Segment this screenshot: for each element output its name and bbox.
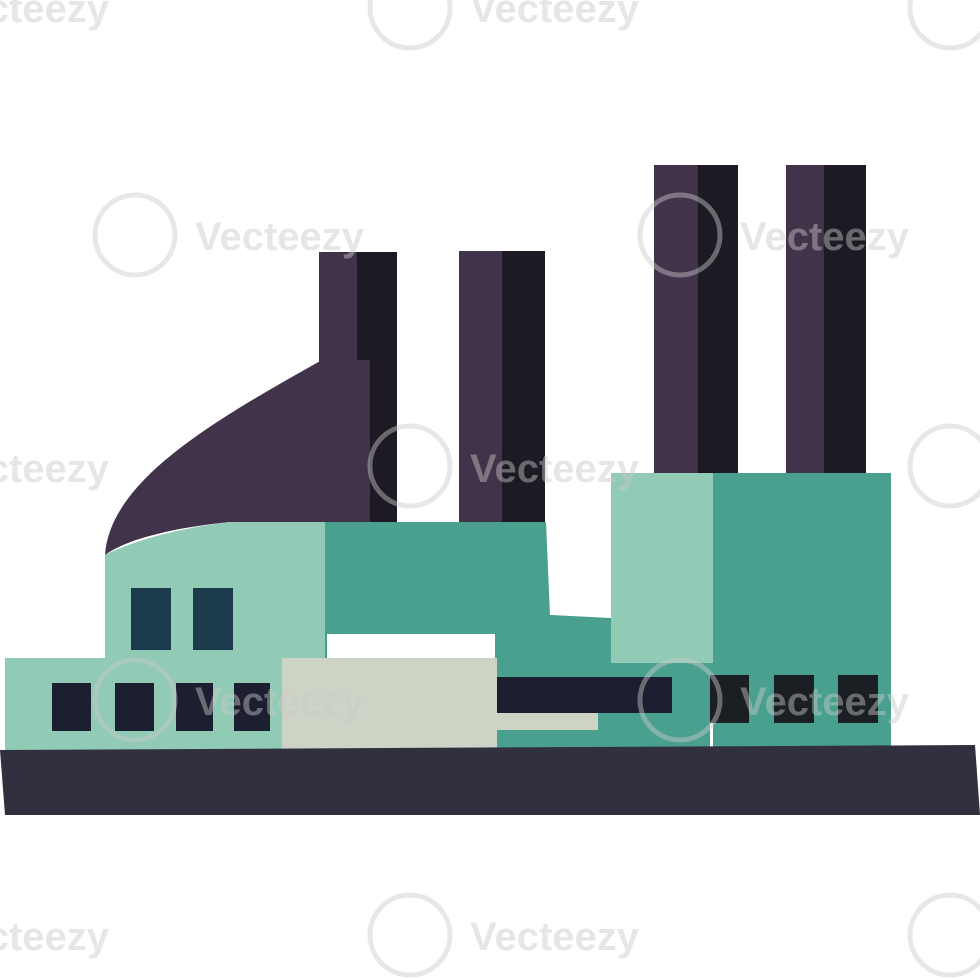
- svg-text:Vecteezy: Vecteezy: [0, 447, 110, 491]
- dark-strip: [497, 677, 672, 713]
- svg-text:Vecteezy: Vecteezy: [740, 215, 910, 259]
- window: [115, 683, 154, 731]
- svg-text:Vecteezy: Vecteezy: [195, 215, 365, 259]
- watermark: Vecteezy: [367, 892, 640, 978]
- svg-text:Vecteezy: Vecteezy: [470, 915, 640, 959]
- right-tower-light: [611, 473, 715, 663]
- svg-text:Vecteezy: Vecteezy: [0, 0, 110, 31]
- svg-text:Vecteezy: Vecteezy: [470, 447, 640, 491]
- curved-roof: [105, 360, 370, 555]
- svg-text:Vecteezy: Vecteezy: [195, 680, 365, 724]
- svg-text:Vecteezy: Vecteezy: [0, 915, 110, 959]
- door-panel-sliver: [497, 712, 598, 730]
- svg-text:Vecteezy: Vecteezy: [470, 0, 640, 31]
- window: [131, 588, 171, 650]
- watermark: [907, 423, 980, 509]
- watermark: Vecteezy: [92, 657, 365, 743]
- watermark: Vecteezy: [0, 915, 110, 959]
- base-platform: [0, 745, 980, 815]
- window: [193, 588, 233, 650]
- window: [234, 683, 270, 731]
- watermark: Vecteezy: [637, 657, 910, 743]
- watermark: Vecteezy: [367, 423, 640, 509]
- watermark: Vecteezy: [0, 447, 110, 491]
- watermark: Vecteezy: [0, 0, 110, 31]
- window: [176, 683, 213, 731]
- watermark: [907, 0, 980, 51]
- door-panel: [282, 658, 497, 753]
- window: [838, 675, 878, 723]
- window: [52, 683, 91, 731]
- svg-text:Vecteezy: Vecteezy: [740, 680, 910, 724]
- window: [710, 675, 749, 723]
- watermark: Vecteezy: [92, 192, 365, 278]
- chimney-4: [786, 165, 866, 475]
- window: [774, 675, 814, 723]
- chimney-3: [654, 165, 738, 475]
- chimney-2: [459, 251, 545, 522]
- watermark: Vecteezy: [637, 192, 910, 278]
- watermark: [907, 892, 980, 978]
- watermark: Vecteezy: [367, 0, 640, 51]
- annex-gap: [327, 634, 495, 660]
